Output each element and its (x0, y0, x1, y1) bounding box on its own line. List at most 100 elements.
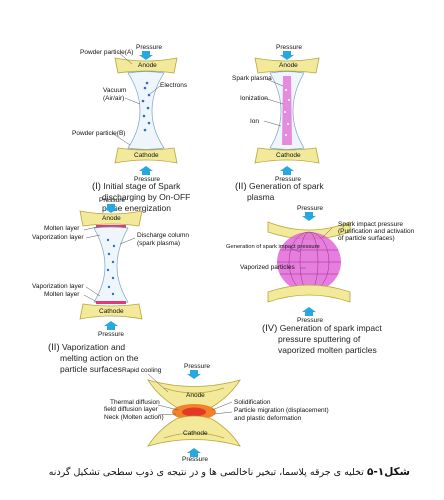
panel2-caption-line1: Generation of spark (248, 181, 324, 191)
panel5-thermal-1: Thermal diffusion (110, 399, 160, 406)
cathode-electrode (79, 303, 143, 320)
molten-layer-bottom (96, 301, 126, 304)
pressure-arrow-icon (104, 321, 118, 330)
pressure-arrow-icon (302, 307, 316, 316)
panel3-vapor-bottom: Vaporization layer (32, 283, 84, 290)
anode-electrode (254, 57, 320, 74)
panel4-impact-2: (Purification and activation (338, 228, 415, 235)
pressure-arrow-icon (139, 166, 153, 175)
figure-caption-text: تخلیه ی جرقه پلاسما، تبخیر ناخالصی ها و … (48, 467, 364, 478)
pressure-arrow-icon (187, 448, 201, 457)
panel1-powder-a: Powder particle(A) (80, 49, 134, 56)
panel4-caption-line3: vaporized molten particles (278, 345, 377, 355)
electron-dots (141, 81, 151, 132)
panel3-pressure-top: Pressure (99, 197, 126, 204)
panel3-cathode: Cathode (99, 308, 124, 315)
panel2-pressure-bottom: Pressure (275, 176, 302, 183)
anode-electrode (79, 210, 143, 227)
panel2-spark-plasma: Spark plasma (232, 75, 272, 82)
panel4-vaporized: Vaporized particles (240, 264, 295, 271)
panel3-discharge-1: Discharge column (137, 232, 190, 239)
pressure-arrow-icon (187, 370, 201, 379)
panel3-caption: (II) Vaporization and melting action on … (48, 342, 138, 375)
panel3-caption-line3: particle surfaces (60, 364, 122, 374)
panel2-ionization: Ionization (240, 95, 268, 102)
panel1-powder-b: Powder particle(B) (72, 130, 126, 137)
pressure-arrow-icon (280, 166, 294, 175)
ion-dots (283, 88, 291, 137)
panel1-caption-line3: pulse energization (102, 203, 171, 213)
panel1-pressure-top: Pressure (136, 44, 163, 51)
panel4-pressure-bottom: Pressure (297, 317, 324, 324)
spark-plasma-column (282, 76, 292, 145)
panel4-generation: Generation of spark impact pressure (226, 244, 320, 250)
panel2-caption: (II) Generation of spark plasma (235, 181, 324, 203)
panel2-pressure-top: Pressure (276, 44, 303, 51)
pressure-arrow-icon (104, 204, 118, 213)
panel3-molten-bottom: Molten layer (44, 291, 80, 298)
panel1-vacuum: Vacuum (103, 87, 127, 94)
pressure-arrow-icon (302, 212, 316, 221)
panel5-pressure-top: Pressure (184, 363, 211, 370)
panel2-cathode: Cathode (276, 152, 301, 159)
pressure-arrow-icon (139, 51, 153, 60)
panel1-caption-line2: discharging by On-OFF (102, 192, 191, 202)
panel1-cathode: Cathode (134, 152, 159, 159)
panel1-caption-line1: Initial stage of Spark (103, 181, 181, 191)
panel4-impact-1: Spark impact pressure (338, 221, 404, 228)
molten-layer-top (96, 225, 126, 228)
neck-core (182, 407, 206, 417)
panel3-anode: Anode (102, 215, 121, 222)
panel1-caption: (I) Initial stage of Spark discharging b… (92, 181, 190, 214)
cathode-electrode (114, 147, 178, 164)
panel4-caption-line1: Generation of spark impact (279, 323, 382, 333)
panel4-caption-line2: pressure sputtering of (278, 334, 361, 344)
particle-column (93, 226, 129, 304)
panel5-migration-1: Particle migration (displacement) (234, 407, 329, 414)
cathode-band (163, 432, 225, 439)
panel2-caption-num: (II) (235, 181, 247, 192)
particle-column (127, 71, 165, 150)
panel5-migration-2: and plastic deformation (234, 415, 302, 422)
panel2-anode: Anode (279, 62, 298, 69)
panel1-caption-num: (I) (92, 181, 101, 192)
panel2-ion: Ion (250, 118, 260, 125)
vapor-dots (106, 238, 116, 296)
upper-particle (147, 379, 241, 411)
panel3-caption-line2: melting action on the (60, 353, 139, 363)
panel3-pressure-bottom: Pressure (98, 331, 125, 338)
figure-caption: شکل۱-۵ تخلیه ی جرقه پلاسما، تبخیر ناخالص… (49, 466, 410, 478)
lower-particle (147, 415, 241, 447)
panel4-caption: (IV) Generation of spark impact pressure… (262, 323, 382, 356)
panel1-anode: Anode (138, 62, 157, 69)
panel3-caption-line1: Vaporization and (61, 342, 126, 352)
panel1-pressure-bottom: Pressure (134, 176, 161, 183)
anode-electrode (114, 57, 178, 74)
panel5-thermal-2: field diffusion layer (104, 406, 158, 413)
panel3-caption-num: (II) (48, 342, 60, 353)
panel2-caption-line2: plasma (247, 192, 275, 202)
panel4-pressure-top: Pressure (297, 205, 324, 212)
panel3-discharge-2: (spark plasma) (137, 240, 180, 247)
panel4-impact-3: of particle surfaces) (338, 235, 395, 242)
panel5-rapid-cooling: Rapid cooling (122, 367, 162, 374)
panel5-neck: Neck (Molten action) (104, 414, 164, 421)
panel5-anode: Anode (186, 392, 205, 399)
figure-label: شکل۱-۵ (366, 466, 410, 478)
cathode-electrode (267, 284, 351, 303)
anode-band (163, 387, 225, 394)
panel5-cathode: Cathode (183, 430, 208, 437)
panel1-vacuum-air: (Air/air) (103, 95, 125, 102)
panel3-vapor-top: Vaporization layer (32, 234, 84, 241)
anode-electrode (267, 221, 351, 240)
panel5-solidification: Solidification (234, 399, 271, 406)
pressure-arrow-icon (280, 51, 294, 60)
panel3-molten-top: Molten layer (44, 225, 80, 232)
cathode-electrode (254, 147, 320, 164)
